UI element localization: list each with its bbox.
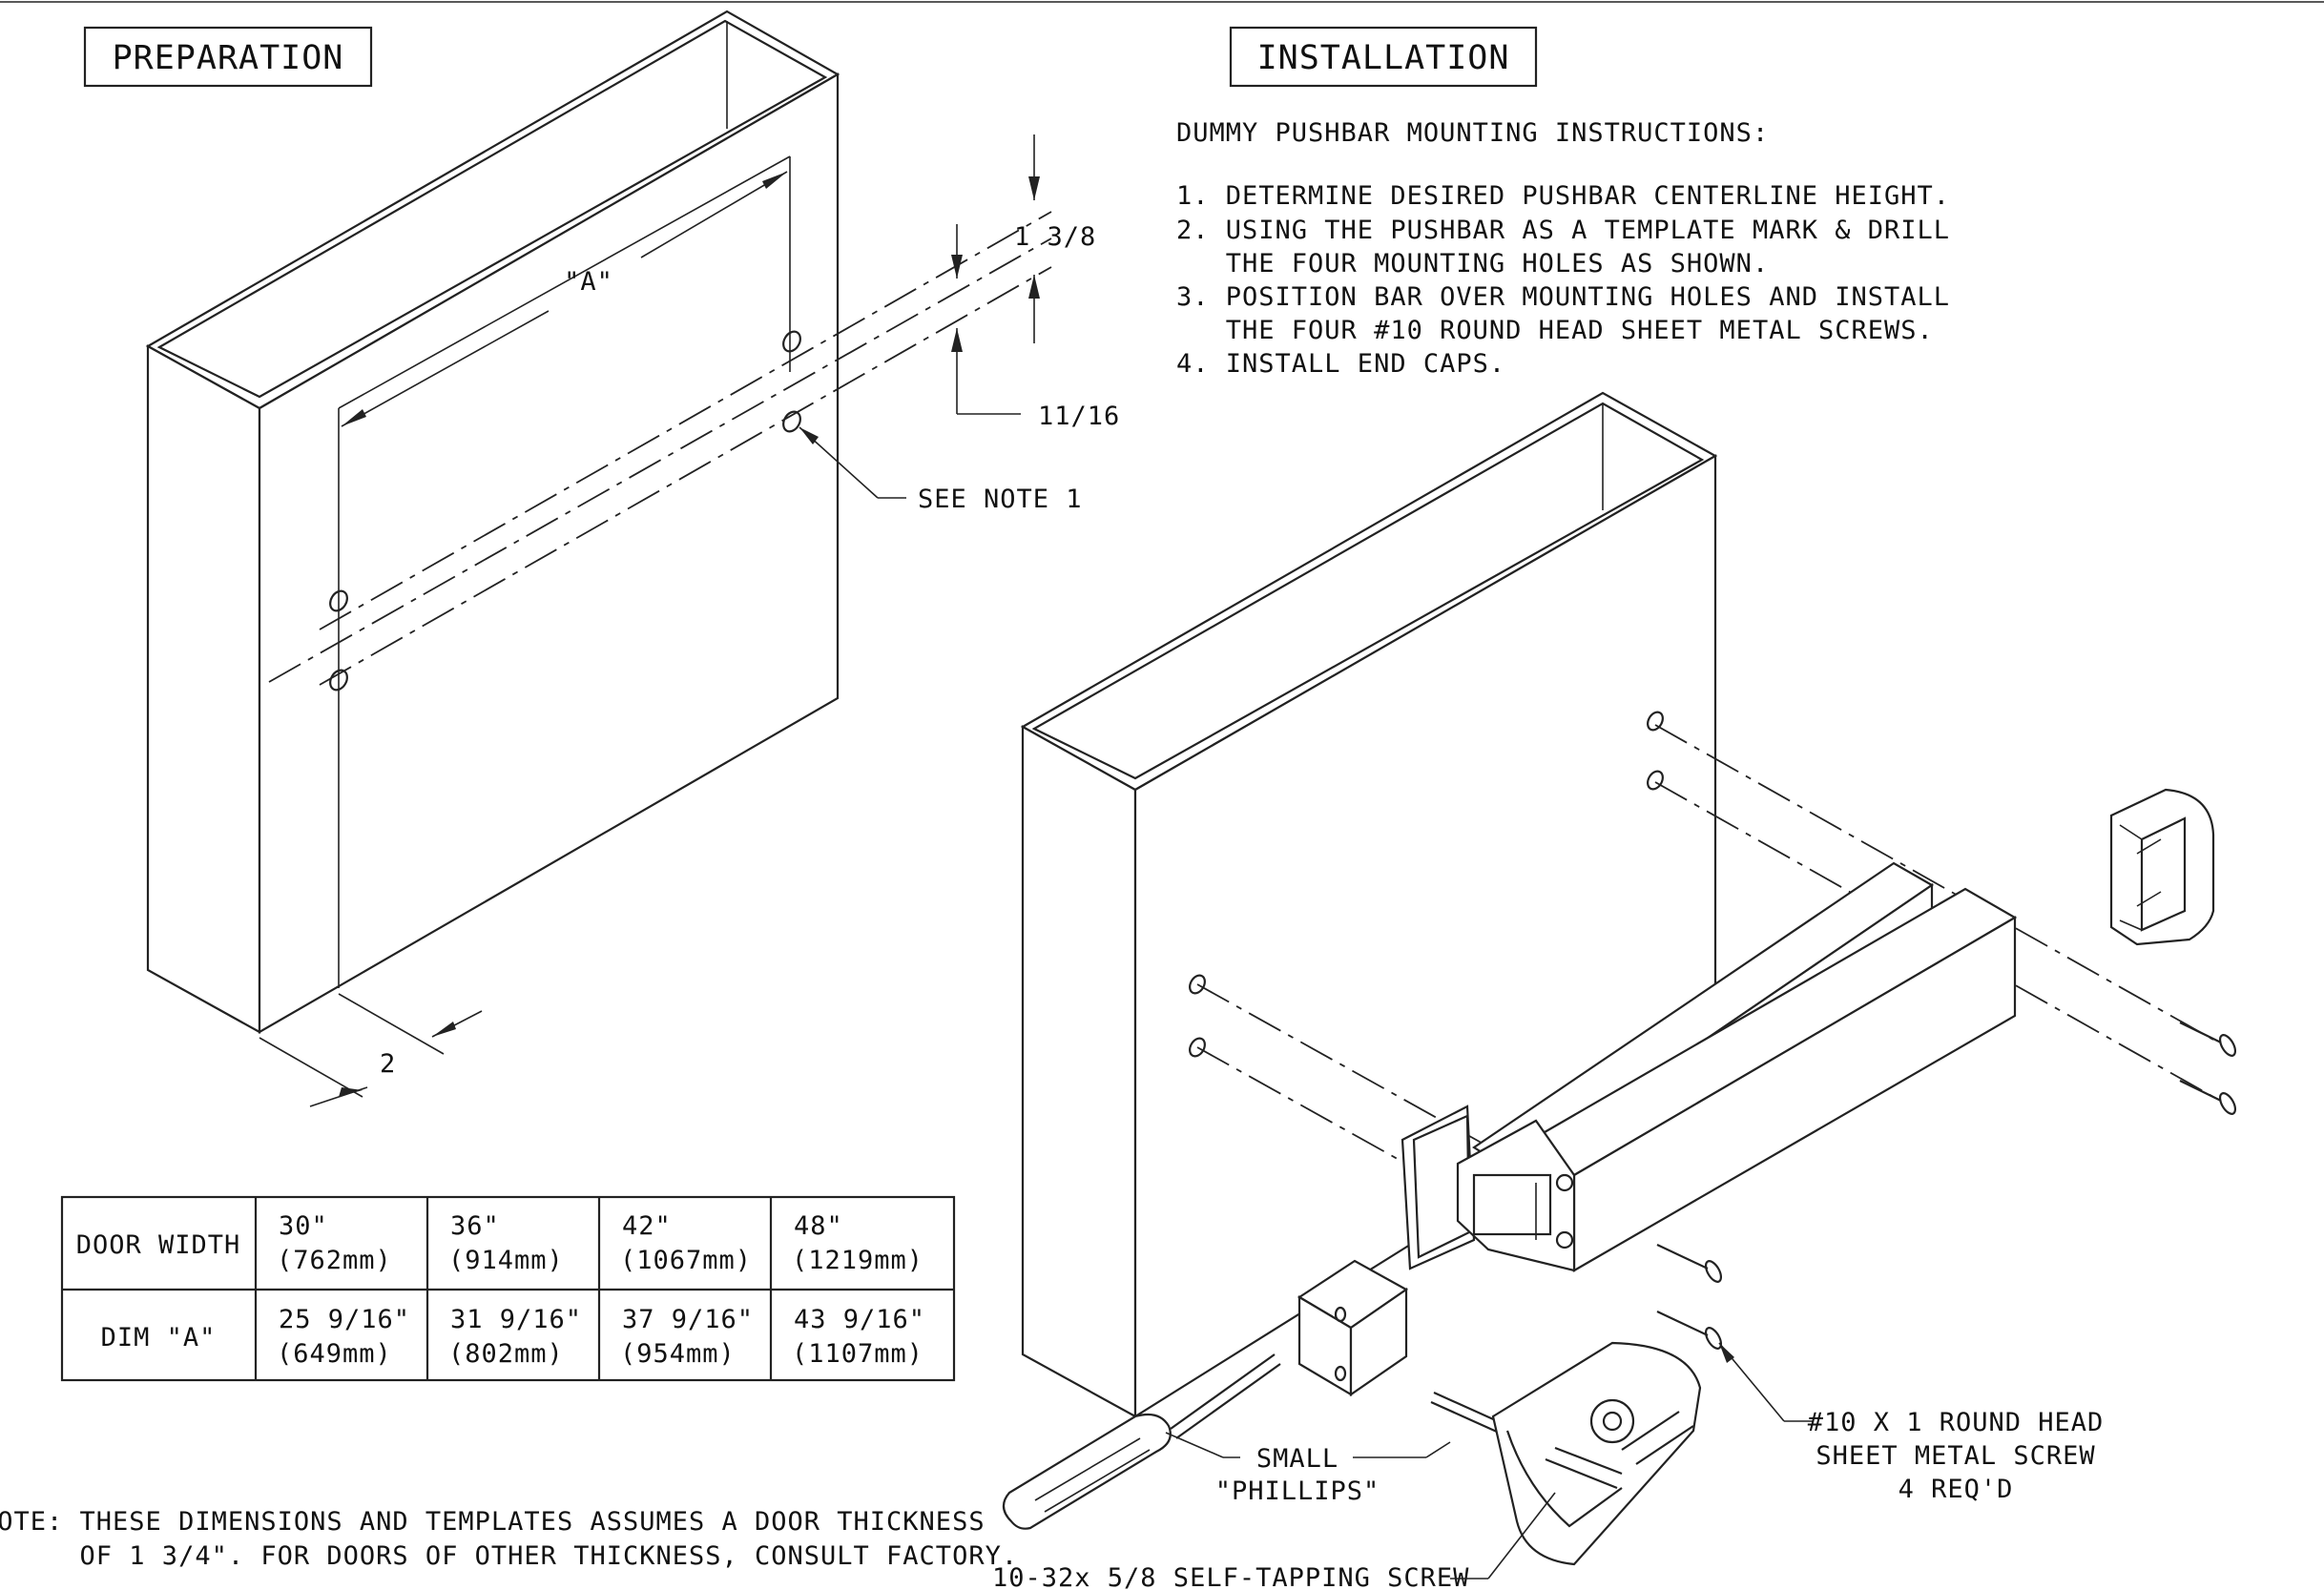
installation-section: INSTALLATION DUMMY PUSHBAR MOUNTING INST… (992, 26, 2237, 1590)
dim-a-42-mm: (954mm) (620, 1339, 736, 1369)
instruction-step-3: 3. POSITION BAR OVER MOUNTING HOLES AND … (1176, 282, 1950, 312)
door-width-48-mm: (1219mm) (792, 1246, 923, 1275)
dim-a-30-mm: (649mm) (277, 1339, 392, 1369)
prep-door-outline (145, 10, 840, 1034)
door-width-48: 48" (794, 1211, 843, 1241)
self-tapping-callout: 10-32x 5/8 SELF-TAPPING SCREW (992, 1492, 1556, 1590)
door-width-30: 30" (279, 1211, 328, 1241)
prep-centerlines (268, 211, 1052, 692)
see-note-callout: SEE NOTE 1 (799, 426, 1083, 514)
screw-callout: #10 X 1 ROUND HEAD SHEET METAL SCREW 4 R… (1718, 1342, 2105, 1504)
instruction-step-3-cont: THE FOUR #10 ROUND HEAD SHEET METAL SCRE… (1176, 316, 1934, 345)
door-width-36: 36" (450, 1211, 500, 1241)
dim-a-42: 37 9/16" (622, 1305, 754, 1334)
phillips-callout-line1: SMALL (1256, 1444, 1338, 1474)
phillips-screwdriver (1002, 1353, 1281, 1530)
install-hole-4 (1189, 1037, 1206, 1058)
dim-a-48: 43 9/16" (794, 1305, 925, 1334)
end-cap-right (2109, 788, 2215, 946)
phillips-callout-line2: "PHILLIPS" (1215, 1476, 1380, 1506)
instruction-step-1: 1. DETERMINE DESIRED PUSHBAR CENTERLINE … (1176, 181, 1950, 211)
note-line-2: OF 1 3/4". FOR DOORS OF OTHER THICKNESS,… (0, 1541, 1018, 1571)
installation-title-box (1229, 26, 1538, 88)
dimension-table: DOOR WIDTH DIM "A" 30" (762mm) 36" (914m… (60, 1195, 956, 1382)
screw-callout-line3: 4 REQ'D (1899, 1475, 2014, 1504)
door-width-42: 42" (622, 1211, 672, 1241)
screw-upper-2 (2179, 1080, 2237, 1115)
door-width-30-mm: (762mm) (277, 1246, 392, 1275)
preparation-title: PREPARATION (113, 39, 344, 77)
instruction-step-2: 2. USING THE PUSHBAR AS A TEMPLATE MARK … (1176, 216, 1950, 245)
installation-title: INSTALLATION (1257, 39, 1510, 77)
phillips-callout: SMALL "PHILLIPS" (1165, 1432, 1451, 1506)
dim-a-30: 25 9/16" (279, 1305, 410, 1334)
backset-dimension: 2 (259, 993, 483, 1107)
screw-callout-line1: #10 X 1 ROUND HEAD (1808, 1408, 2105, 1437)
self-tapping-label: 10-32x 5/8 SELF-TAPPING SCREW (992, 1563, 1469, 1590)
door-width-36-mm: (914mm) (448, 1246, 564, 1275)
dim-offset-label: 11/16 (1038, 402, 1120, 431)
table-header-door-width: DOOR WIDTH (76, 1230, 241, 1260)
mounting-hole-top-right (782, 330, 801, 353)
instruction-step-4: 4. INSTALL END CAPS. (1176, 349, 1505, 379)
dim-a-36-mm: (802mm) (448, 1339, 564, 1369)
mounting-bracket (1430, 1341, 1702, 1566)
preparation-view: PREPARATION "A" (83, 10, 1120, 1107)
screw-lower-2 (1656, 1311, 1723, 1350)
end-cap-block (1297, 1259, 1409, 1397)
dim-a-label: "A" (564, 267, 613, 297)
install-hole-1 (1647, 711, 1664, 732)
mounting-hole-bottom-left (329, 669, 348, 692)
mounting-hole-top-left (329, 589, 348, 612)
preparation-title-box (83, 26, 373, 88)
instructions-heading: DUMMY PUSHBAR MOUNTING INSTRUCTIONS: (1176, 118, 1769, 148)
see-note-label: SEE NOTE 1 (918, 485, 1083, 514)
door-width-42-mm: (1067mm) (620, 1246, 752, 1275)
dim-a-dimension: "A" (341, 171, 788, 427)
screw-upper-1 (2179, 1022, 2237, 1057)
dim-a-48-mm: (1107mm) (792, 1339, 923, 1369)
install-hole-2 (1647, 770, 1664, 791)
table-header-dim-a: DIM "A" (101, 1323, 217, 1353)
pushbar (1401, 861, 2018, 1272)
screw-lower-1 (1656, 1244, 1723, 1283)
hole-spacing-dimensions: 1 3/8 11/16 (951, 134, 1120, 431)
note-line-1: NOTE: THESE DIMENSIONS AND TEMPLATES ASS… (0, 1507, 986, 1537)
instruction-step-2-cont: THE FOUR MOUNTING HOLES AS SHOWN. (1176, 249, 1769, 279)
install-door-outline (1020, 391, 1718, 1418)
dim-backset-label: 2 (380, 1049, 396, 1079)
screw-callout-line2: SHEET METAL SCREW (1816, 1441, 2095, 1471)
thickness-note: NOTE: THESE DIMENSIONS AND TEMPLATES ASS… (0, 1507, 1018, 1571)
dim-spacing-label: 1 3/8 (1014, 222, 1096, 252)
dim-a-36: 31 9/16" (450, 1305, 582, 1334)
mounting-hole-bottom-right (782, 410, 801, 433)
install-hole-3 (1189, 974, 1206, 995)
